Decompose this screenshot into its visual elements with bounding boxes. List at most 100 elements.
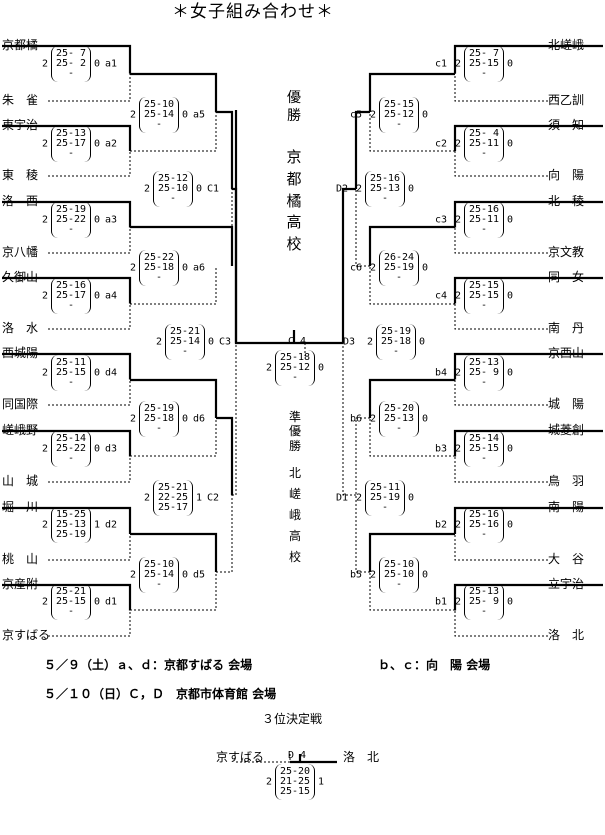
sets-won-left: 2 bbox=[455, 519, 462, 531]
bracket-path bbox=[48, 456, 131, 483]
set-scores-bracket bbox=[464, 431, 504, 467]
match-code: D3 bbox=[343, 336, 356, 348]
match-code: d4 bbox=[105, 367, 118, 379]
sets-won-left: 2 bbox=[266, 362, 273, 374]
set-scores-bracket bbox=[51, 431, 91, 467]
set-score: 26-24 bbox=[383, 252, 415, 263]
match-code: a4 bbox=[105, 290, 118, 302]
bracket-path bbox=[355, 495, 370, 573]
bracket-path bbox=[234, 110, 282, 345]
set-scores-bracket bbox=[51, 202, 91, 238]
set-score: 25-21 bbox=[157, 482, 189, 493]
right-team-9: 京西山 bbox=[548, 346, 585, 360]
page-title: ＊女子組み合わせ＊ bbox=[172, 2, 334, 22]
bracket-path bbox=[130, 112, 217, 152]
sets-won-left: 2 bbox=[455, 138, 462, 150]
bracket-path bbox=[216, 110, 234, 189]
sets-won-right: 0 bbox=[94, 290, 101, 302]
bracket-path bbox=[453, 352, 603, 380]
set-score: 25-12 bbox=[157, 173, 189, 184]
set-score: 25-19 bbox=[383, 262, 415, 273]
set-score: - bbox=[67, 453, 75, 464]
right-team-8: 南 丹 bbox=[548, 321, 585, 335]
left-team-4: 東 稜 bbox=[2, 168, 39, 182]
set-score: 25-14 bbox=[143, 569, 175, 580]
bracket-path bbox=[2, 506, 132, 534]
sets-won-right: 0 bbox=[422, 109, 429, 121]
match-code: d2 bbox=[105, 519, 118, 531]
sets-won-right: 0 bbox=[419, 336, 426, 348]
sets-won-right: 0 bbox=[408, 183, 415, 195]
set-score: - bbox=[480, 68, 488, 79]
set-scores-bracket bbox=[379, 250, 419, 286]
sets-won-left: 2 bbox=[455, 367, 462, 379]
set-score: 25- 7 bbox=[55, 48, 87, 59]
set-score: - bbox=[67, 224, 75, 235]
set-score: - bbox=[155, 119, 163, 130]
bracket-path bbox=[2, 44, 132, 74]
set-scores-bracket bbox=[139, 250, 179, 286]
set-score: 25-11 bbox=[55, 357, 87, 368]
set-score: 25-18 bbox=[143, 262, 175, 273]
sets-won-left: 2 bbox=[455, 443, 462, 455]
bracket-path bbox=[48, 610, 131, 637]
runner-up-team: 北嵯峨高校 bbox=[288, 466, 301, 564]
set-score: - bbox=[181, 346, 189, 357]
match-code: a6 bbox=[193, 262, 206, 274]
sets-won-left: 2 bbox=[42, 367, 49, 379]
sets-won-right: 0 bbox=[422, 262, 429, 274]
bracket-path bbox=[130, 378, 218, 418]
left-team-10: 同国際 bbox=[2, 397, 39, 411]
set-score: - bbox=[155, 423, 163, 434]
sets-won-right: 1 bbox=[94, 519, 101, 531]
set-score: 25-10 bbox=[157, 183, 189, 194]
set-scores-bracket bbox=[379, 557, 419, 593]
left-team-2: 朱 雀 bbox=[2, 93, 39, 107]
bracket-path bbox=[453, 124, 603, 151]
sets-won-right: 0 bbox=[94, 367, 101, 379]
set-score: 25-11 bbox=[468, 138, 500, 149]
set-scores-bracket bbox=[464, 584, 504, 620]
bracket-path bbox=[369, 266, 455, 305]
third-place-left-team: 京すばる bbox=[216, 750, 265, 764]
third-place-right-team: 洛 北 bbox=[343, 750, 380, 764]
set-score: 25-13 bbox=[468, 357, 500, 368]
set-score: 25-18 bbox=[279, 352, 311, 363]
set-score: - bbox=[155, 579, 163, 590]
sets-won-right: 1 bbox=[196, 492, 203, 504]
match-code: d3 bbox=[105, 443, 118, 455]
sets-won-left: 2 bbox=[144, 183, 151, 195]
bracket-path bbox=[130, 532, 218, 572]
match-code: c2 bbox=[435, 138, 448, 150]
set-score: - bbox=[381, 193, 389, 204]
match-code: C 4 bbox=[288, 336, 307, 347]
sets-won-left: 2 bbox=[130, 262, 137, 274]
set-score: 25-18 bbox=[143, 413, 175, 424]
set-score: 25-16 bbox=[468, 519, 500, 530]
sets-won-right: 0 bbox=[182, 413, 189, 425]
sets-won-left: 2 bbox=[130, 569, 137, 581]
sets-won-right: 1 bbox=[318, 776, 325, 788]
bracket-path bbox=[48, 534, 131, 561]
sets-won-left: 2 bbox=[455, 214, 462, 226]
sets-won-right: 0 bbox=[94, 596, 101, 608]
right-team-3: 須 知 bbox=[548, 118, 585, 132]
sets-won-right: 0 bbox=[182, 569, 189, 581]
set-scores-bracket bbox=[275, 764, 315, 800]
sets-won-right: 0 bbox=[208, 336, 215, 348]
set-score: - bbox=[480, 453, 488, 464]
match-code: b6 bbox=[350, 413, 363, 425]
sets-won-right: 0 bbox=[422, 569, 429, 581]
set-score: 25-18 bbox=[380, 336, 412, 347]
bracket-path bbox=[454, 73, 548, 102]
set-scores-bracket bbox=[165, 324, 205, 360]
set-scores-bracket bbox=[464, 126, 504, 162]
sets-won-left: 2 bbox=[370, 413, 377, 425]
right-team-10: 城 陽 bbox=[548, 397, 585, 411]
